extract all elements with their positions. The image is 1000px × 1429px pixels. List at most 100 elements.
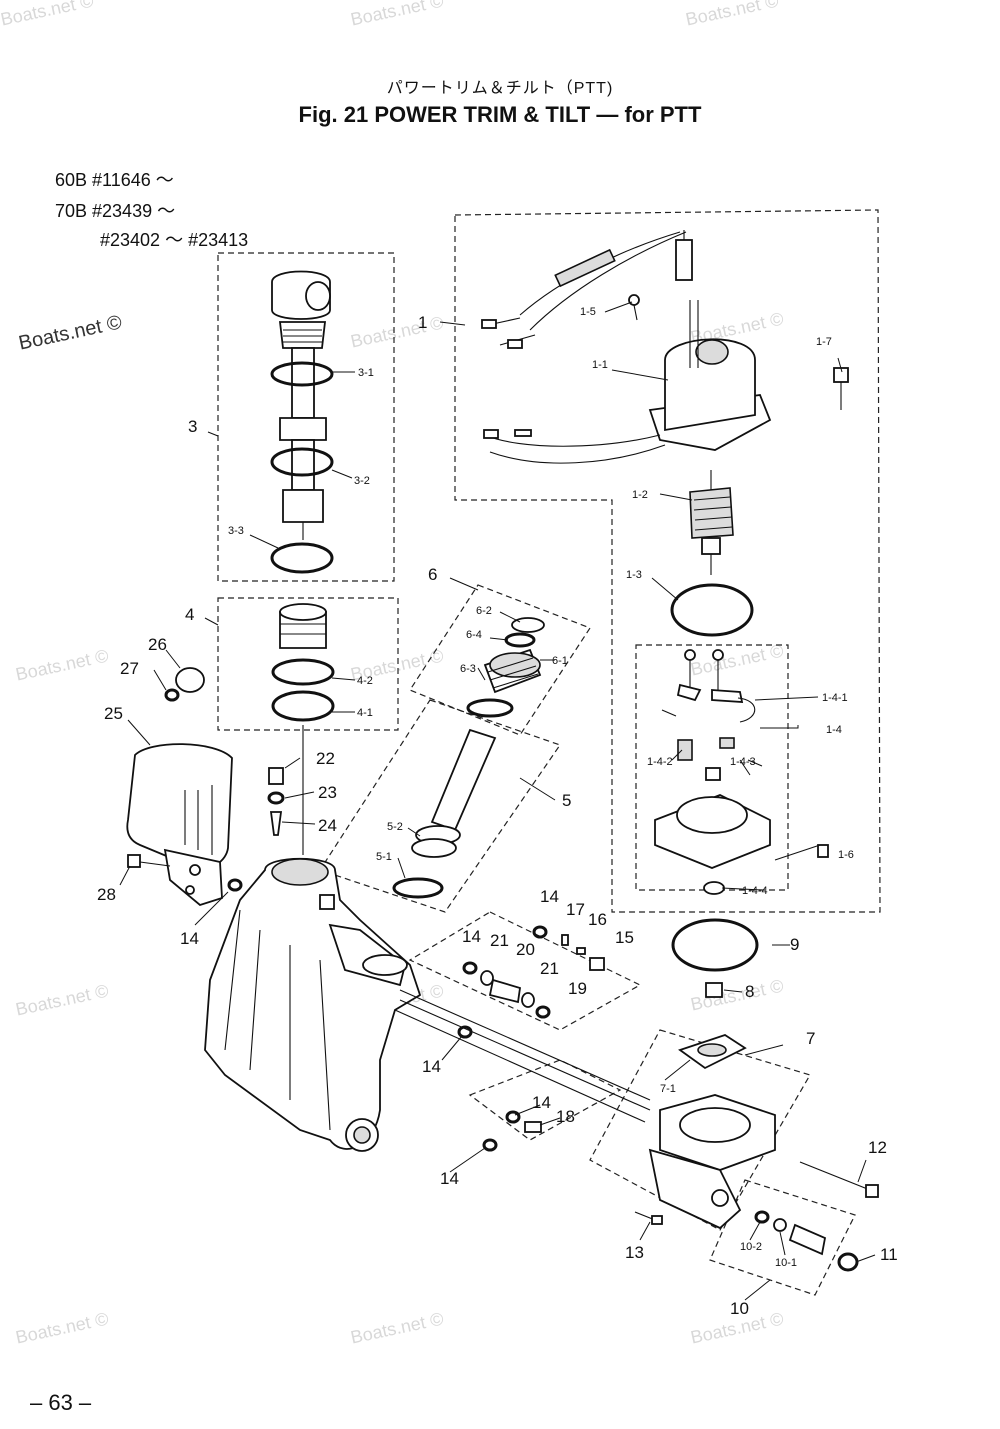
callout-7: 7 — [806, 1029, 815, 1048]
callout-4-2: 4-2 — [357, 675, 373, 687]
motor-yoke-1-1 — [483, 300, 772, 464]
callout-10-2: 10-2 — [740, 1241, 762, 1253]
callout-9: 9 — [790, 935, 799, 954]
o-ring-14-a — [532, 925, 548, 939]
brush-holder-1-4 — [654, 649, 829, 895]
motor-bolt-1-7 — [833, 367, 849, 410]
bolt-12 — [799, 1161, 879, 1198]
callout-21-a: 21 — [490, 931, 509, 950]
o-ring-14-b — [462, 961, 478, 975]
ring-27 — [164, 688, 180, 702]
backup-ring-4-2 — [271, 658, 335, 686]
serial-70b: 70B #23439 ～ — [55, 201, 176, 221]
callout-1-3: 1-3 — [626, 569, 642, 581]
tilt-rod-3 — [271, 270, 331, 540]
armature-1-2 — [689, 470, 734, 575]
o-ring-5-1 — [392, 877, 444, 899]
page-number: – 63 – — [30, 1390, 92, 1415]
callout-1-4-3: 1-4-3 — [730, 756, 756, 768]
callout-1-5: 1-5 — [580, 306, 596, 318]
valve-15 — [589, 957, 605, 971]
callout-12: 12 — [868, 1138, 887, 1157]
callout-17: 17 — [566, 900, 585, 919]
callout-6-1: 6-1 — [552, 655, 568, 667]
callout-14-left: 14 — [462, 927, 481, 946]
callout-10-1: 10-1 — [775, 1257, 797, 1269]
callout-8: 8 — [745, 982, 754, 1001]
hydraulic-tubes — [394, 989, 651, 1123]
callout-14-right: 14 — [532, 1093, 551, 1112]
callout-5: 5 — [562, 791, 571, 810]
callout-4: 4 — [185, 605, 194, 624]
callout-labels: 1 1-1 1-2 1-3 1-4 1-4-1 1-4-2 1-4-3 1-4-… — [97, 306, 898, 1318]
callout-1-6: 1-6 — [838, 849, 854, 861]
reservoir-cover-7-1 — [678, 1034, 747, 1070]
callout-26: 26 — [148, 635, 167, 654]
bolt-28 — [127, 854, 171, 868]
callout-7-1: 7-1 — [660, 1083, 676, 1095]
motor-bolt-1-5 — [628, 294, 640, 321]
o-ring-1-3 — [670, 583, 754, 637]
pump-body-7 — [648, 1094, 776, 1230]
callout-1: 1 — [418, 313, 427, 332]
callout-22: 22 — [316, 749, 335, 768]
callout-14-mid: 14 — [422, 1057, 441, 1076]
piston-group-5-box — [319, 699, 561, 913]
callout-15: 15 — [615, 928, 634, 947]
o-ring-14-bracket — [227, 878, 243, 892]
serial-range: #23402 ～ #23413 — [100, 230, 249, 250]
screw-13 — [634, 1211, 663, 1225]
o-ring-10-2 — [754, 1210, 770, 1224]
callout-4-1: 4-1 — [357, 707, 373, 719]
valve-group-15-21-box — [408, 911, 642, 1031]
callout-3-1: 3-1 — [358, 367, 374, 379]
o-ring-11 — [837, 1252, 859, 1272]
callout-16: 16 — [588, 910, 607, 929]
callout-1-1: 1-1 — [592, 359, 608, 371]
o-ring-14-d — [505, 1110, 521, 1124]
callout-1-4-4: 1-4-4 — [742, 885, 768, 897]
callout-3-2: 3-2 — [354, 475, 370, 487]
o-ring-23 — [267, 791, 285, 805]
ring-10-1 — [773, 1218, 787, 1232]
callout-10: 10 — [730, 1299, 749, 1318]
o-ring-14-e — [482, 1138, 498, 1152]
figure-title: Fig. 21 POWER TRIM & TILT — for PTT — [298, 102, 702, 127]
reservoir-group-7-box — [589, 1029, 811, 1231]
pin-17 — [561, 934, 569, 946]
valve-group-18-box — [468, 1059, 622, 1141]
callout-3: 3 — [188, 417, 197, 436]
callout-6-3: 6-3 — [460, 663, 476, 675]
o-ring-3-2 — [270, 447, 334, 477]
callout-21-b: 21 — [540, 959, 559, 978]
ring-21-b — [521, 992, 535, 1008]
manual-valve-group-10-box — [709, 1179, 856, 1296]
callout-14-upper: 14 — [540, 887, 559, 906]
callout-1-4: 1-4 — [826, 724, 842, 736]
o-ring-14-c — [457, 1025, 473, 1039]
callout-23: 23 — [318, 783, 337, 802]
bracket-25 — [126, 743, 233, 907]
callout-27: 27 — [120, 659, 139, 678]
ring-21-a — [480, 970, 494, 986]
callout-18: 18 — [556, 1107, 575, 1126]
callout-5-2: 5-2 — [387, 821, 403, 833]
gland-4 — [279, 603, 327, 649]
callout-1-4-2: 1-4-2 — [647, 756, 673, 768]
motor-assembly-boundary — [454, 209, 881, 913]
callout-6-2: 6-2 — [476, 605, 492, 617]
callout-6: 6 — [428, 565, 437, 584]
o-ring-3-3 — [270, 542, 334, 574]
valve-18 — [524, 1121, 542, 1133]
cylinder-group-4-box — [217, 597, 399, 731]
callout-1-4-1: 1-4-1 — [822, 692, 848, 704]
callout-14-bracket: 14 — [180, 929, 199, 948]
callout-25: 25 — [104, 704, 123, 723]
o-ring-19 — [535, 1005, 551, 1019]
callout-20: 20 — [516, 940, 535, 959]
callout-1-2: 1-2 — [632, 489, 648, 501]
o-ring-4-1 — [271, 690, 335, 722]
piston-rod-5 — [411, 728, 497, 858]
